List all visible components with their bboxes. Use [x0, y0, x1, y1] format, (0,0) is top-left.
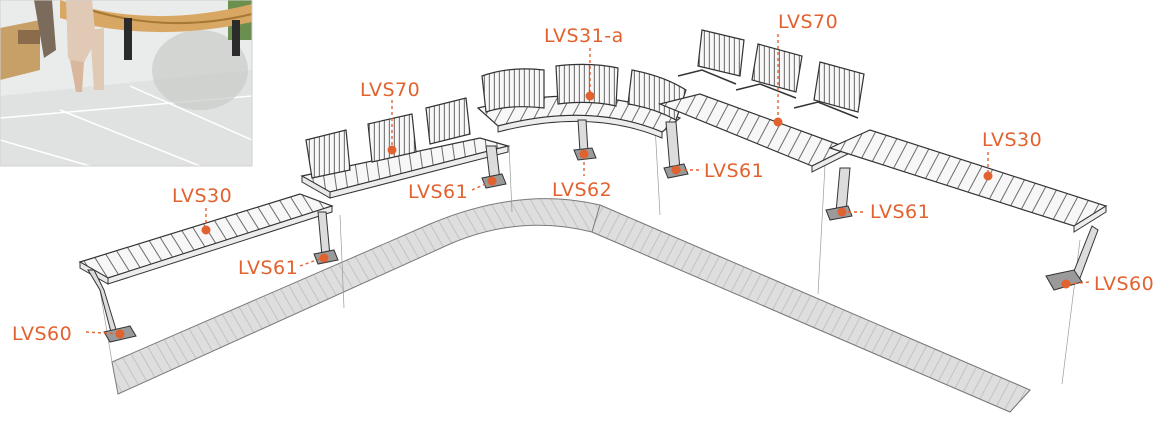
label-lvs61-center-right: LVS61	[704, 160, 764, 182]
label-lvs30-left: LVS30	[172, 185, 232, 207]
photo-thumbnail	[0, 0, 253, 167]
label-lvs60-right: LVS60	[1094, 273, 1154, 295]
bench-left	[78, 193, 339, 343]
marker-lvs60-left	[115, 329, 125, 339]
marker-lvs60-right	[1061, 279, 1071, 289]
label-lvs61-left: LVS61	[238, 257, 298, 279]
label-lvs62: LVS62	[552, 179, 612, 201]
label-lvs61-right: LVS61	[870, 201, 930, 223]
marker-dots	[115, 91, 1071, 339]
label-lvs70-right: LVS70	[778, 11, 838, 33]
label-lvs70-left: LVS70	[360, 79, 420, 101]
marker-lvs30-right	[983, 171, 993, 181]
marker-lvs61-center-left	[487, 176, 497, 186]
marker-lvs70-left	[387, 145, 397, 155]
marker-lvs61-right	[837, 207, 847, 217]
label-lvs60-left: LVS60	[12, 323, 72, 345]
marker-lvs31a	[585, 91, 595, 101]
label-lvs61-center-left: LVS61	[408, 181, 468, 203]
bench-right	[825, 129, 1108, 291]
ground-outline	[111, 198, 1031, 413]
marker-lvs61-center-right	[671, 165, 681, 175]
marker-lvs30-left	[201, 225, 211, 235]
marker-lvs62	[579, 149, 589, 159]
bench-left-back	[300, 97, 511, 199]
label-lvs31a: LVS31-a	[544, 25, 624, 47]
bench-right-back	[658, 29, 865, 179]
marker-lvs70-right	[773, 117, 783, 127]
marker-lvs61-left	[319, 253, 329, 263]
label-lvs30-right: LVS30	[982, 129, 1042, 151]
